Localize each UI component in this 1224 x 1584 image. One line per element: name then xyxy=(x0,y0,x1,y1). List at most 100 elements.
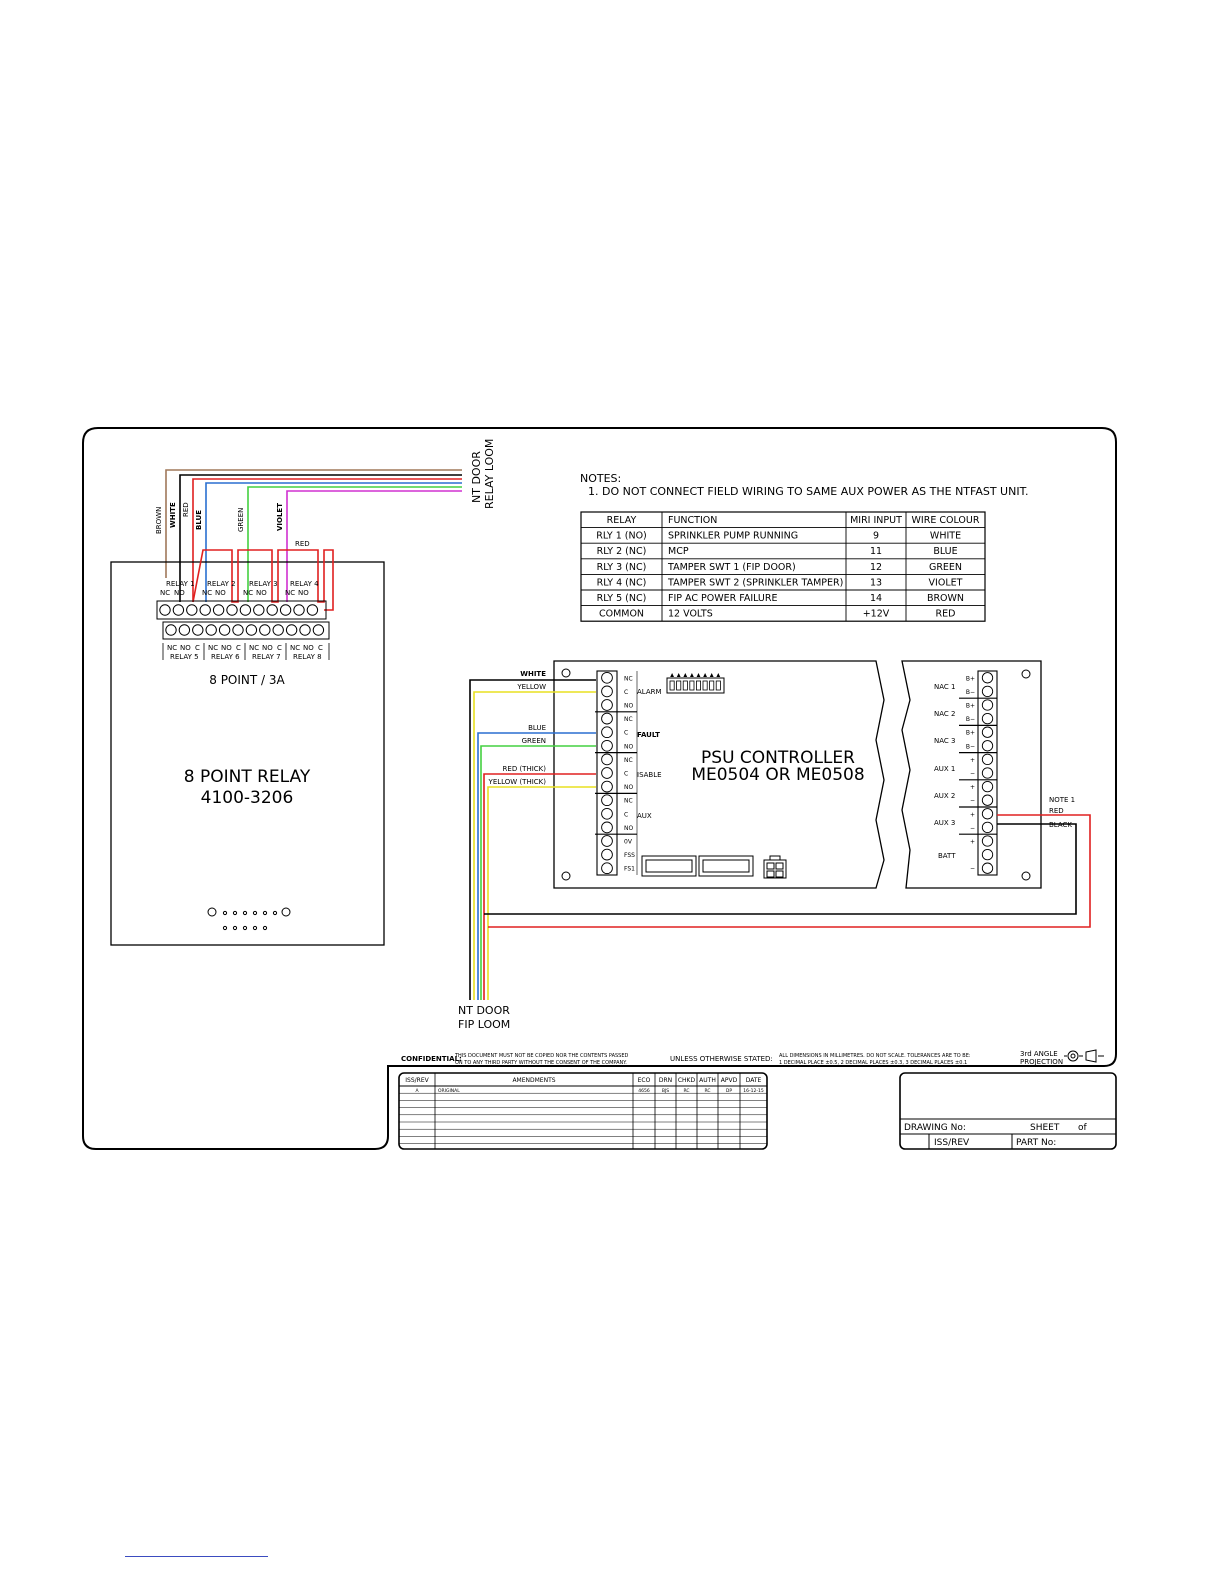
fip-wire-yellow: YELLOW xyxy=(516,683,546,691)
terminal-screw xyxy=(601,780,613,793)
right-wire-red: RED xyxy=(1049,807,1064,815)
terminal-screw xyxy=(981,835,994,847)
dip-pin xyxy=(683,673,688,677)
psu-title-1: PSU CONTROLLER xyxy=(701,748,855,768)
terminal-screw xyxy=(159,604,171,616)
terminal-screw xyxy=(165,624,177,636)
rev-cell: BJS xyxy=(662,1088,669,1094)
mounting-hole xyxy=(1021,669,1031,679)
relay-rating: 8 POINT / 3A xyxy=(209,673,285,687)
dip-switch xyxy=(666,673,725,694)
relay-terminal-strip-bottom xyxy=(162,621,330,640)
wire-label-red: RED xyxy=(182,502,190,517)
terminal-screw xyxy=(218,624,231,636)
contact-c-6: C xyxy=(236,644,241,652)
terminal-label: NC xyxy=(624,798,633,805)
rev-header-cell: AMENDMENTS xyxy=(512,1077,555,1084)
table-cell: TAMPER SWT 2 (SPRINKLER TAMPER) xyxy=(667,577,843,588)
red-jumper-label: RED xyxy=(295,540,310,548)
right-wire-black: BLACK xyxy=(1049,821,1072,829)
polarity-mark: B− xyxy=(966,689,975,696)
terminal-label: NO xyxy=(624,703,633,710)
table-cell: RLY 2 (NC) xyxy=(597,546,647,557)
dip-lever xyxy=(702,680,708,691)
contact-nc-8: NC xyxy=(290,644,300,652)
terminal-screw xyxy=(601,726,613,739)
terminal-screw xyxy=(226,604,238,616)
polarity-mark: + xyxy=(970,811,975,818)
loom-top-line2: RELAY LOOM xyxy=(483,439,496,509)
contact-nc-2: NC xyxy=(202,589,212,597)
fip-wire-white: WHITE xyxy=(520,670,546,678)
psu-board xyxy=(553,660,885,889)
terminal-screw xyxy=(312,624,325,636)
ribbon-connector xyxy=(641,855,754,877)
relay-terminal-strip-top xyxy=(156,600,327,620)
relay-3-label: RELAY 3 xyxy=(249,580,278,588)
terminal-screw xyxy=(266,604,278,616)
terminal-screw xyxy=(981,862,994,874)
confidential-text-2: ON TO ANY THIRD PARTY WITHOUT THE CONSEN… xyxy=(455,1060,627,1066)
contact-nc-3: NC xyxy=(243,589,253,597)
relay-6-label: RELAY 6 xyxy=(211,653,240,661)
terminal-screw xyxy=(285,624,298,636)
right-group-aux3: AUX 3 xyxy=(934,819,955,827)
rev-cell: RC xyxy=(683,1088,689,1094)
table-cell: 14 xyxy=(870,593,882,604)
contact-nc-6: NC xyxy=(208,644,218,652)
terminal-screw xyxy=(239,604,252,616)
psu-title-2: ME0504 OR ME0508 xyxy=(691,765,864,785)
terminal-label: NC xyxy=(624,675,633,682)
table-cell: FIP AC POWER FAILURE xyxy=(668,593,778,604)
polarity-mark: B+ xyxy=(966,730,975,737)
relay-7-label: RELAY 7 xyxy=(252,653,281,661)
terminal-screw xyxy=(172,604,185,616)
dip-pin xyxy=(670,673,674,677)
drawing-number-lines xyxy=(900,1118,1116,1149)
footer-link-underline[interactable] xyxy=(125,1556,268,1557)
table-cell: VIOLET xyxy=(929,577,963,588)
notes-heading: NOTES: xyxy=(580,472,621,485)
polarity-mark: + xyxy=(970,757,975,764)
fip-loom-wires xyxy=(469,679,1091,1000)
terminal-screw xyxy=(245,624,258,636)
dip-pin xyxy=(676,673,681,677)
wire-label-brown: BROWN xyxy=(155,507,163,534)
table-cell: 11 xyxy=(870,546,882,557)
rev-cell: RC xyxy=(704,1088,710,1094)
terminal-screw xyxy=(293,604,305,616)
fip-wire-red-thick: RED (THICK) xyxy=(503,765,547,773)
terminal-screw xyxy=(981,685,994,698)
terminal-screw xyxy=(601,699,613,711)
right-group-nac1: NAC 1 xyxy=(934,683,955,691)
rev-cell: 16-12-15 xyxy=(743,1088,764,1094)
psu-board-right xyxy=(901,660,1042,889)
polarity-mark: B− xyxy=(966,743,975,750)
unless-label: UNLESS OTHERWISE STATED: xyxy=(670,1055,773,1063)
terminal-screw xyxy=(601,712,613,725)
table-cell: 12 VOLTS xyxy=(668,609,713,620)
psu-right-terminal-block: B+B−B+B−B+B−+−+−+−+− xyxy=(959,670,998,876)
wire-label-green: GREEN xyxy=(237,508,245,532)
rev-header-cell: ISS/REV xyxy=(405,1077,429,1084)
loom-top-line1: NT DOOR xyxy=(470,451,483,503)
contact-c-8: C xyxy=(318,644,323,652)
polarity-mark: B+ xyxy=(966,703,975,710)
right-group-aux2: AUX 2 xyxy=(934,792,955,800)
contact-no-8: NO xyxy=(303,644,314,652)
tolerance-text-2: 1 DECIMAL PLACE ±0.5, 2 DECIMAL PLACES ±… xyxy=(779,1060,967,1066)
relay-4-label: RELAY 4 xyxy=(290,580,319,588)
terminal-screw xyxy=(306,604,319,616)
rev-cell: 4656 xyxy=(638,1088,650,1094)
polarity-mark: + xyxy=(970,784,975,791)
dip-pin xyxy=(696,673,701,677)
contact-c-5: C xyxy=(195,644,200,652)
revision-table-frame xyxy=(398,1072,768,1150)
terminal-screw xyxy=(601,862,613,875)
dip-lever xyxy=(682,680,688,691)
terminal-label: C xyxy=(624,771,628,778)
dip-lever xyxy=(689,680,695,691)
table-cell: RLY 5 (NC) xyxy=(597,593,647,604)
terminal-screw xyxy=(205,624,217,636)
table-cell: RLY 4 (NC) xyxy=(597,577,647,588)
